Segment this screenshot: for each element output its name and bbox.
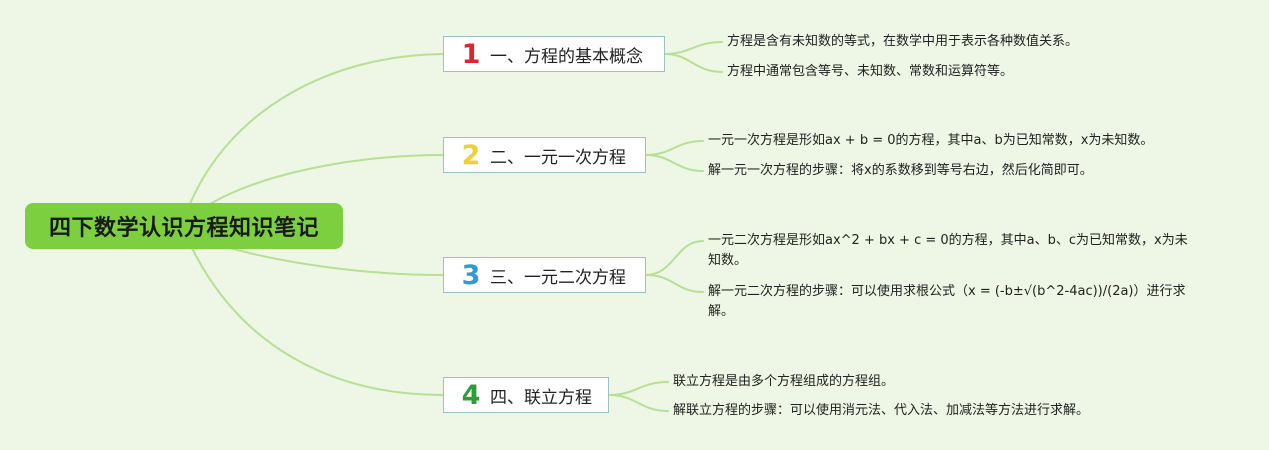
- root-to-branch-2-connector: [209, 154, 444, 205]
- root-topic-label: 四下数学认识方程知识笔记: [48, 216, 319, 241]
- branch-1-label: 一、方程的基本概念: [490, 46, 643, 67]
- root-to-branch-1-connector: [189, 53, 444, 205]
- branch-1-leaf-2[interactable]: 方程中通常包含等号、未知数、常数和运算符等。: [727, 64, 1014, 79]
- root-to-branch-4-connector: [191, 247, 444, 396]
- branch-1[interactable]: 1 一、方程的基本概念: [443, 36, 665, 72]
- branch-4-to-leaf-1-connector: [608, 381, 669, 396]
- branch-3-leaf-2[interactable]: 解一元二次方程的步骤：可以使用求根公式（x = (-b±√(b^2-4ac))/…: [708, 284, 1186, 319]
- branch-4[interactable]: 4 四、联立方程: [443, 377, 609, 413]
- branch-3-to-leaf-2-connector: [645, 274, 704, 293]
- number-2-icon: 2: [461, 139, 481, 171]
- branch-2-leaf-1[interactable]: 一元一次方程是形如ax + b = 0的方程，其中a、b为已知常数，x为未知数。: [708, 133, 1154, 148]
- branch-2-label: 二、一元一次方程: [490, 147, 626, 168]
- branch-4-to-leaf-2-connector: [608, 394, 669, 412]
- branch-4-leaf-2[interactable]: 解联立方程的步骤：可以使用消元法、代入法、加减法等方法进行求解。: [673, 403, 1090, 418]
- branch-2[interactable]: 2 二、一元一次方程: [443, 137, 646, 173]
- number-3-icon: 3: [461, 259, 481, 291]
- branch-3[interactable]: 3 三、一元二次方程: [443, 257, 646, 293]
- root-to-branch-3-connector: [229, 247, 444, 276]
- number-1-icon: 1: [461, 38, 481, 70]
- branch-2-leaf-2[interactable]: 解一元一次方程的步骤：将x的系数移到等号右边，然后化简即可。: [708, 163, 1093, 178]
- branch-3-leaf-1[interactable]: 一元二次方程是形如ax^2 + bx + c = 0的方程，其中a、b、c为已知…: [708, 233, 1188, 268]
- branch-1-leaf-1[interactable]: 方程是含有未知数的等式，在数学中用于表示各种数值关系。: [727, 34, 1079, 49]
- branch-3-to-leaf-1-connector: [645, 240, 704, 276]
- root-topic[interactable]: 四下数学认识方程知识笔记: [25, 203, 343, 249]
- number-4-icon: 4: [461, 379, 481, 411]
- branch-4-leaf-1[interactable]: 联立方程是由多个方程组成的方程组。: [673, 374, 895, 389]
- branch-2-to-leaf-1-connector: [645, 140, 704, 156]
- branch-1-to-leaf-2-connector: [664, 53, 723, 73]
- branch-1-to-leaf-1-connector: [664, 41, 723, 55]
- branch-3-label: 三、一元二次方程: [490, 267, 626, 288]
- branch-4-label: 四、联立方程: [490, 387, 592, 408]
- branch-2-to-leaf-2-connector: [645, 154, 704, 172]
